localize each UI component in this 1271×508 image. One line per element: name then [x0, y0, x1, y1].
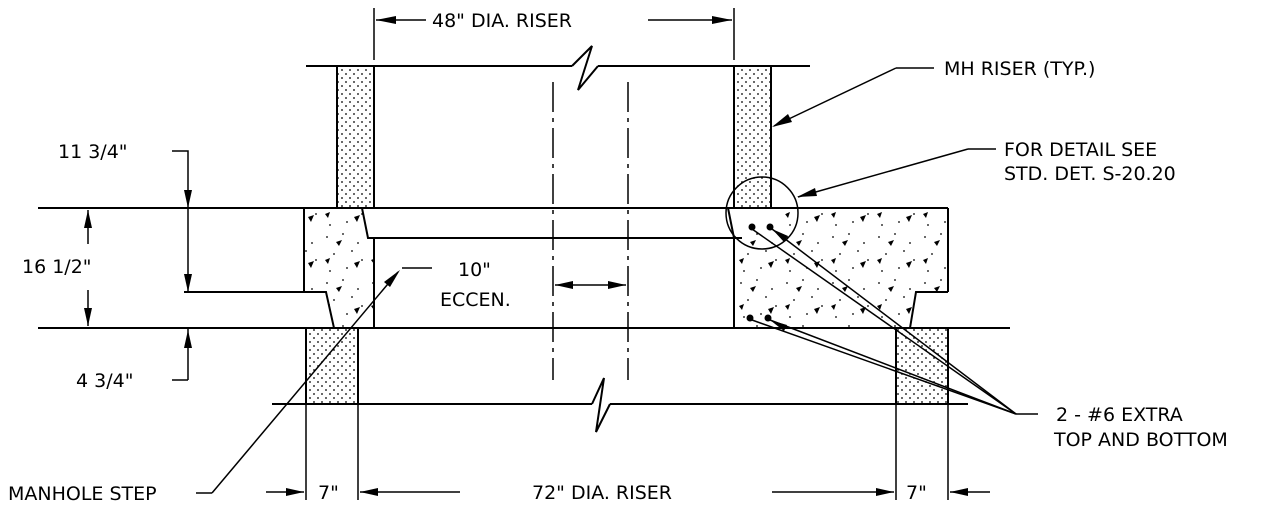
bottom-dimensions: 7" 72" DIA. RISER 7": [266, 404, 990, 504]
upper-riser-wall-left: [336, 65, 375, 209]
dim-16-1-2: 16 1/2": [22, 210, 92, 326]
riser-48-label: 48" DIA. RISER: [432, 10, 572, 32]
dim-4-3-4: 4 3/4": [76, 328, 192, 392]
mh-riser-label: MH RISER (TYP.): [944, 58, 1095, 80]
eccen-label: ECCEN.: [440, 289, 511, 311]
rebar-line2: TOP AND BOTTOM: [1053, 429, 1228, 451]
detail-line2: STD. DET. S-20.20: [1004, 163, 1176, 185]
riser-72-label: 72" DIA. RISER: [532, 482, 672, 504]
dim-16-1-2-label: 16 1/2": [22, 256, 92, 278]
eccentricity-dim: 10" ECCEN.: [402, 259, 626, 311]
dim-7-right-label: 7": [906, 482, 927, 504]
detail-circle: [725, 176, 799, 250]
manhole-step-callout: MANHOLE STEP: [8, 270, 400, 505]
rebar-callout: 2 - #6 EXTRA TOP AND BOTTOM: [751, 228, 1228, 451]
upper-riser: [306, 45, 810, 380]
mh-riser-callout: MH RISER (TYP.): [772, 58, 1095, 127]
lower-riser: [272, 327, 968, 433]
eccentric-slab: [38, 207, 1010, 329]
dim-48-riser: 48" DIA. RISER: [373, 8, 735, 60]
dim-11-3-4: 11 3/4": [58, 141, 192, 292]
eccen-value: 10": [458, 259, 491, 281]
detail-line1: FOR DETAIL SEE: [1004, 139, 1157, 161]
dim-4-3-4-label: 4 3/4": [76, 370, 133, 392]
rebar-marks: [746, 223, 774, 322]
manhole-step-label: MANHOLE STEP: [8, 483, 157, 505]
lower-riser-wall-right: [895, 327, 949, 405]
dim-7-left-label: 7": [318, 482, 339, 504]
detail-callout: FOR DETAIL SEE STD. DET. S-20.20: [797, 139, 1176, 198]
lower-riser-wall-left: [305, 327, 359, 405]
dim-11-3-4-label: 11 3/4": [58, 141, 128, 163]
upper-riser-wall-right: [733, 65, 772, 209]
rebar-line1: 2 - #6 EXTRA: [1056, 404, 1183, 426]
